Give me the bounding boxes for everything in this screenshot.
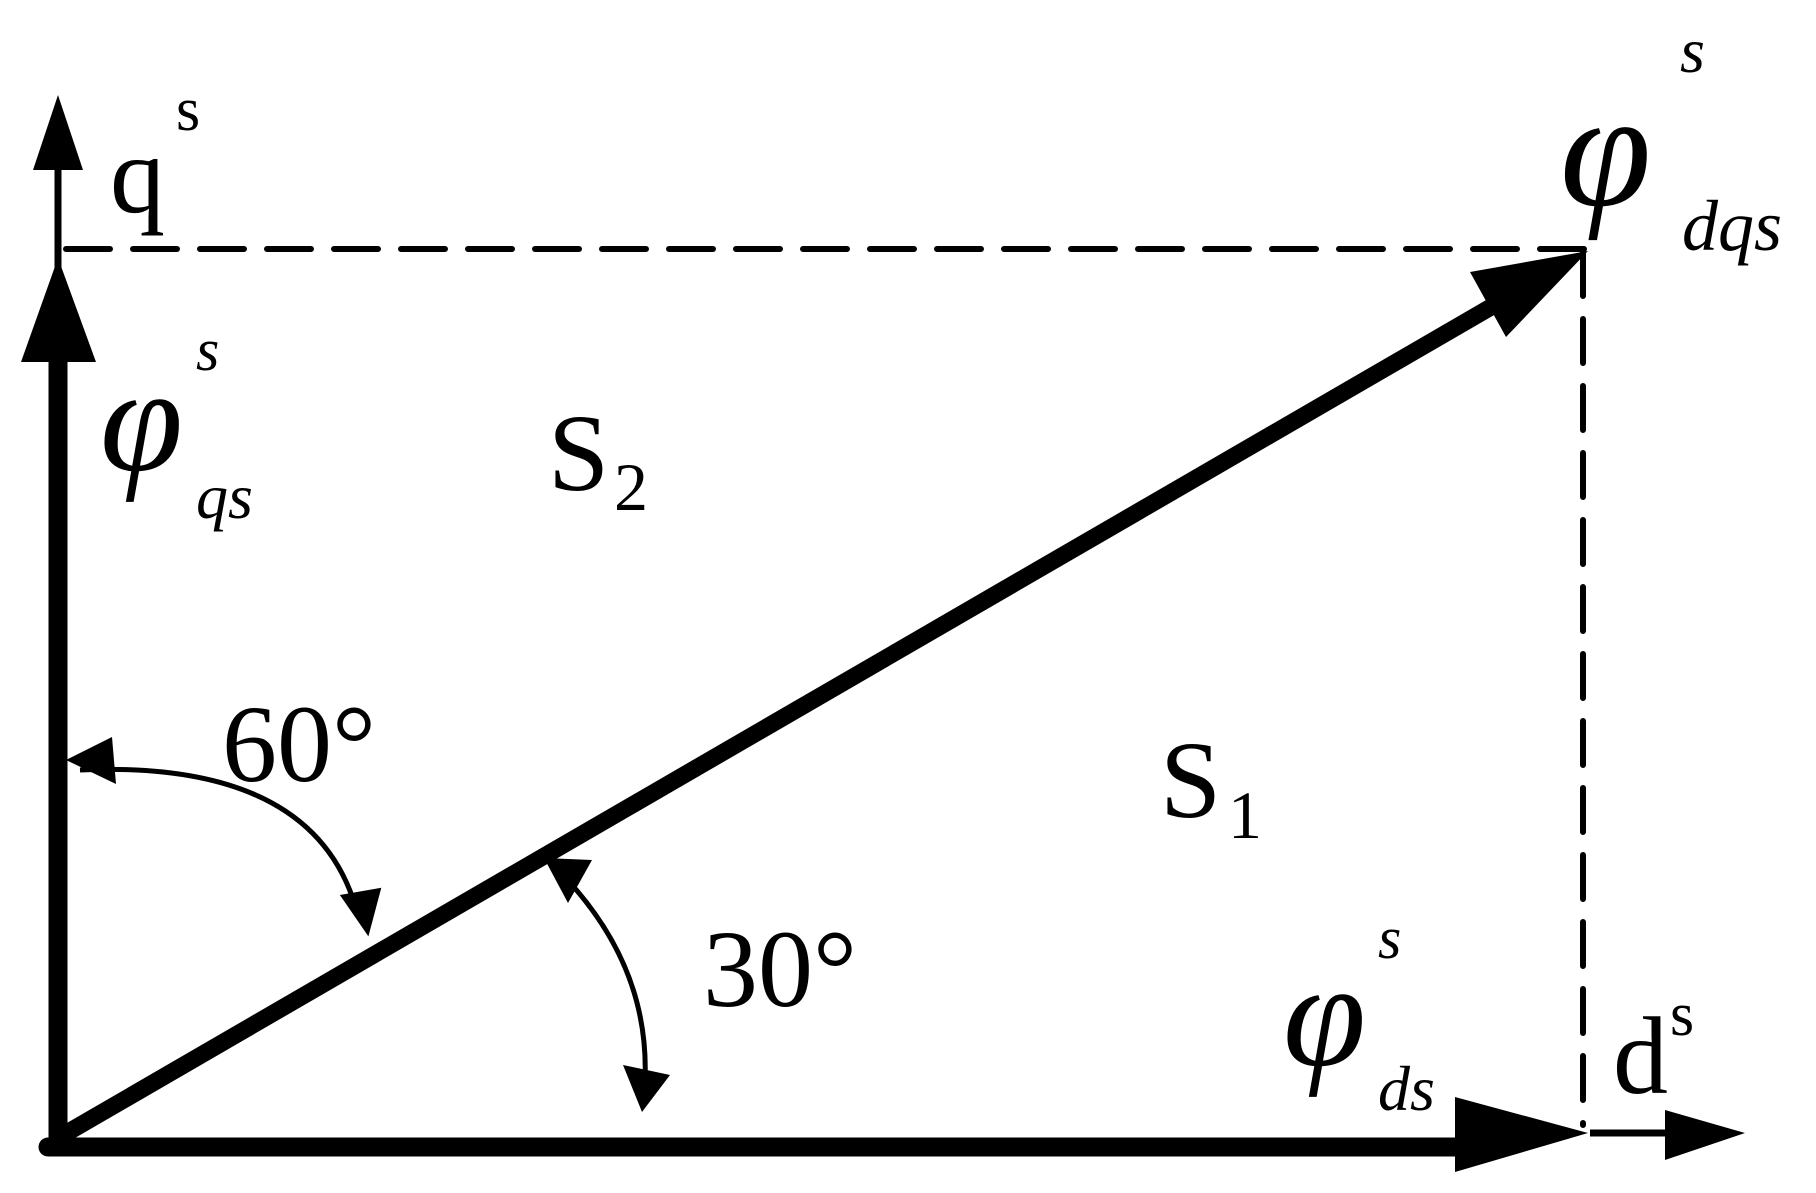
phi-qs-superscript: s [196, 317, 219, 383]
phi-qs-vector [21, 258, 96, 1138]
phi-dqs-symbol: φ [1560, 58, 1651, 241]
phi-dqs-vector [53, 251, 1588, 1146]
angle-60-arc [66, 737, 382, 937]
phi-dqs-arrowhead [1470, 251, 1588, 337]
phi-ds-vector [38, 1097, 1588, 1172]
q-axis-arrowhead [33, 95, 83, 170]
angle-60-arrowhead-left [66, 737, 116, 784]
region-s1-label: S [1160, 719, 1221, 841]
phi-ds-arrowhead [1455, 1097, 1588, 1172]
phi-ds-superscript: s [1378, 905, 1401, 971]
d-axis-arrowhead [1665, 1110, 1745, 1160]
d-axis-label: d [1613, 995, 1668, 1117]
angle-30-arc [544, 858, 670, 1112]
angle-60-label: 60° [222, 683, 376, 805]
angle-30-arrowhead-lower [623, 1065, 670, 1112]
phi-dqs-subscript: dqs [1682, 186, 1782, 266]
phi-ds-symbol: φ [1283, 932, 1366, 1098]
region-s2-label: S [548, 392, 609, 514]
d-axis [1590, 1110, 1745, 1160]
angle-60-arrowhead-lower [339, 887, 382, 937]
phi-dqs-superscript: s [1680, 15, 1705, 86]
phi-qs-symbol: φ [100, 337, 183, 503]
phi-qs-subscript: qs [196, 461, 253, 532]
phi-qs-arrowhead [21, 258, 96, 362]
q-axis-superscript: s [176, 76, 200, 144]
d-axis-superscript: s [1670, 981, 1694, 1049]
angle-30-arrowhead-upper [544, 858, 592, 903]
phi-ds-subscript: ds [1378, 1053, 1435, 1124]
angle-30-label: 30° [703, 908, 857, 1030]
q-axis-label: q [110, 114, 165, 236]
region-s2-subscript: 2 [614, 449, 648, 525]
region-s1-subscript: 1 [1228, 777, 1262, 853]
